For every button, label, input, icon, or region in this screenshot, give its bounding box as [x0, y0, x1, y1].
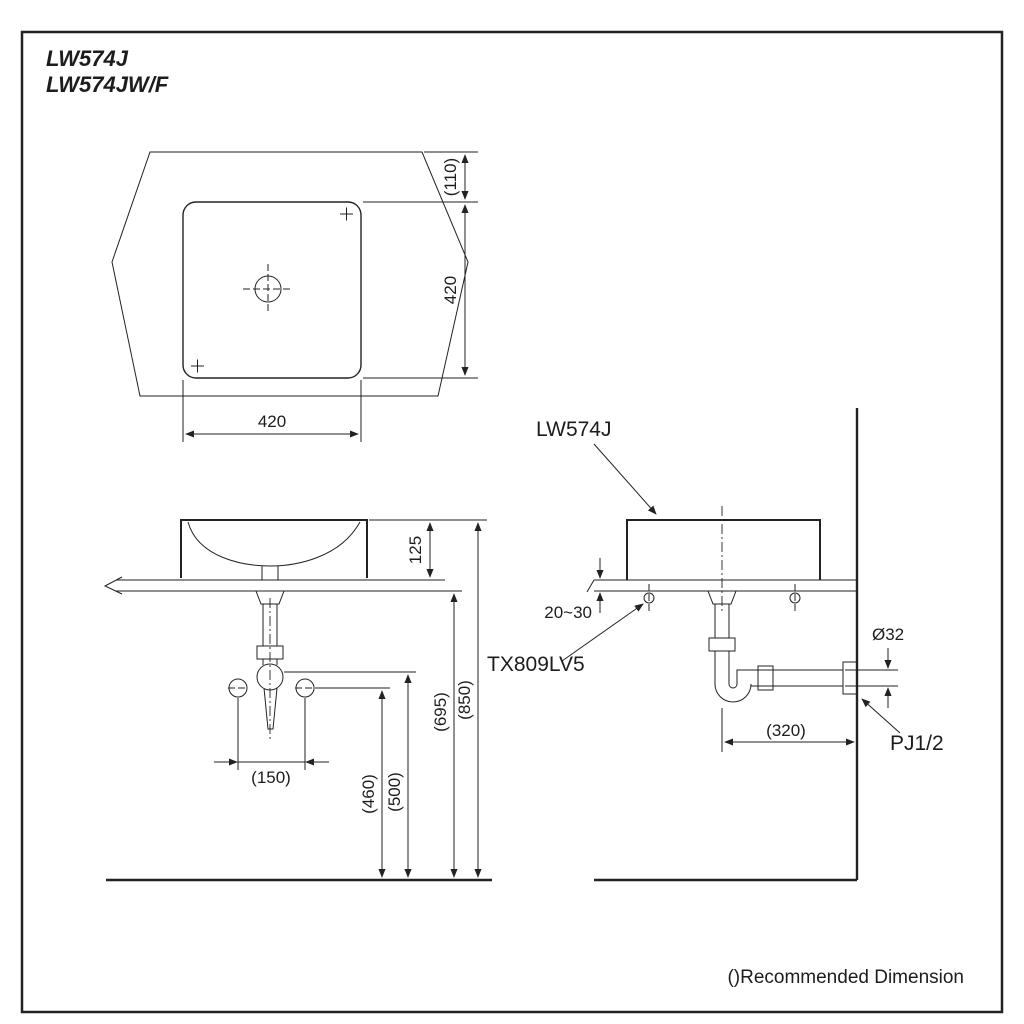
front-view-dimensions: 125 (850) (695) (500) (460) (150) — [214, 519, 487, 878]
p-trap-assembly — [707, 590, 858, 703]
dim-pipe-diameter: Ø32 — [872, 625, 904, 644]
counter-outline — [111, 151, 469, 397]
model-number-1: LW574J — [46, 46, 129, 71]
model-number-2: LW574JW/F — [46, 72, 169, 97]
wall-pipe-leader — [861, 698, 901, 734]
front-drain-assembly — [255, 590, 285, 742]
top-view-dimensions-right: (110) 420 — [363, 151, 478, 379]
sink-side-outline — [626, 519, 821, 580]
counter-break-side — [586, 579, 595, 593]
drain-fitting-leader — [561, 603, 644, 662]
drain-detail — [261, 566, 279, 580]
dim-height-500: (500) — [385, 772, 404, 812]
footnote: ()Recommended Dimension — [727, 967, 964, 988]
dim-supply-spacing: (150) — [251, 768, 291, 787]
sink-callout-label: LW574J — [536, 418, 611, 441]
dim-counter-offset: (110) — [441, 158, 460, 196]
dim-counter-thickness: 20~30 — [544, 603, 592, 622]
front-view: 125 (850) (695) (500) (460) (150) — [103, 519, 492, 882]
dim-rim-above-counter: 125 — [406, 536, 425, 564]
dim-rim-height: (850) — [455, 680, 474, 720]
dim-counter-height: (695) — [431, 692, 450, 732]
side-view: LW574J TX809LV5 20~30 Ø32 — [487, 408, 944, 882]
sink-rim-plan — [182, 201, 362, 379]
corner-mark-top-right — [340, 207, 353, 221]
top-view-dimension-bottom: 420 — [182, 380, 362, 442]
drawing-frame — [20, 30, 1004, 1014]
trap-to-wall-dim: (320) — [721, 708, 855, 752]
dim-trap-to-wall: (320) — [766, 721, 806, 740]
corner-mark-bottom-left — [191, 359, 204, 373]
top-view: (110) 420 420 — [111, 151, 478, 442]
basin-inner-line — [187, 521, 361, 567]
sink-front-outline — [180, 519, 368, 578]
sink-callout-leader — [593, 443, 657, 515]
counter-break-mark — [103, 576, 123, 595]
wall-pipe-label: PJ1/2 — [890, 732, 944, 755]
drain-fitting-label: TX809LV5 — [487, 653, 585, 676]
counter-thickness-dim: 20~30 — [544, 558, 604, 622]
mounting-clips — [643, 584, 801, 612]
dim-height-460: (460) — [359, 774, 378, 814]
pipe-diameter-dim: Ø32 — [845, 625, 904, 708]
supply-holes — [228, 678, 315, 698]
dim-width: 420 — [258, 412, 286, 431]
dim-depth: 420 — [441, 276, 460, 304]
